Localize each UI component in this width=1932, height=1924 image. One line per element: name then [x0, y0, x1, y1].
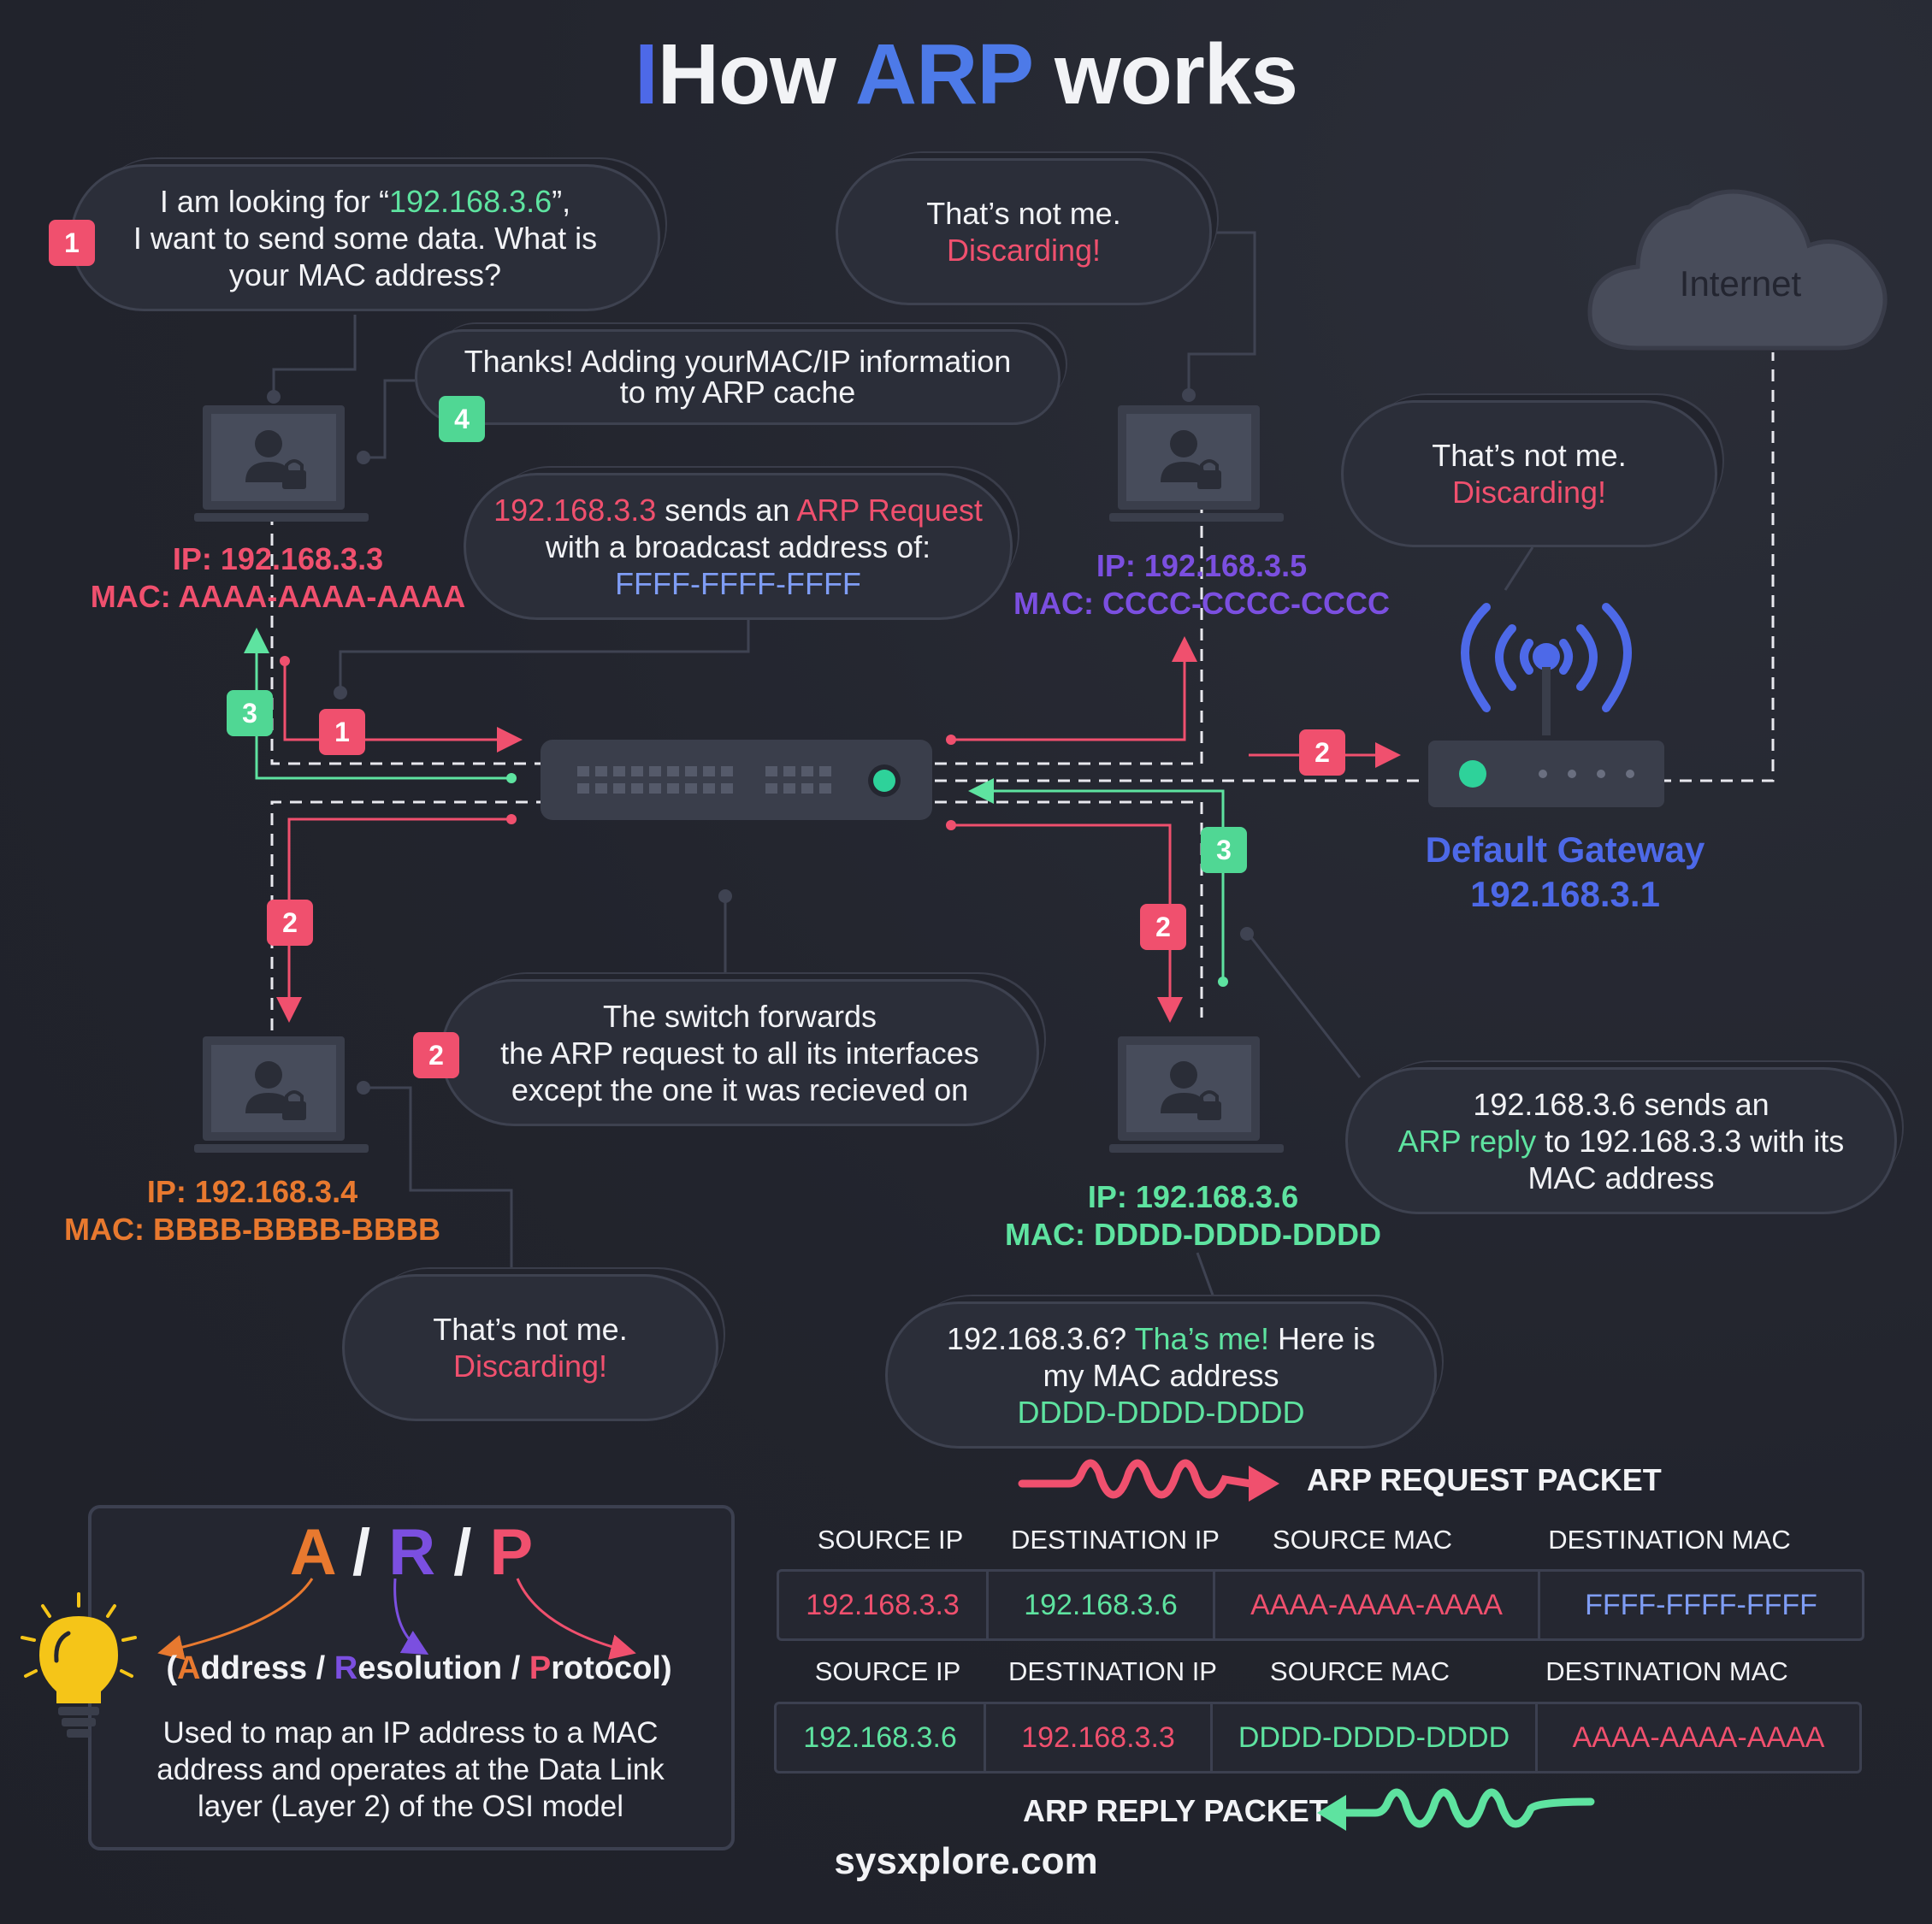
- reply-arrows: [244, 628, 1225, 982]
- page-title: IHow ARP works: [634, 27, 1298, 122]
- arp-acronym: A / R / P: [289, 1516, 534, 1589]
- dashed-links: [270, 352, 1775, 1030]
- reply-note-bubble: 192.168.3.6 sends an ARP reply to 192.16…: [1345, 1067, 1897, 1214]
- step-badge-2-gateway: 2: [1299, 729, 1345, 776]
- request-table-row: 192.168.3.3 192.168.3.6 AAAA-AAAA-AAAA F…: [777, 1569, 1864, 1641]
- request-bubble: I am looking for “192.168.3.6”, I want t…: [70, 164, 660, 311]
- step-badge-1-switch: 1: [319, 709, 365, 755]
- switch-forward-bubble: The switch forwards the ARP request to a…: [440, 979, 1039, 1126]
- computer-icon-host-4: [1109, 1036, 1284, 1153]
- gateway-label: Default Gateway 192.168.3.1: [1425, 829, 1705, 914]
- step-badge-3-right: 3: [1201, 827, 1247, 873]
- reply-dots: [506, 773, 1228, 987]
- step-badge-2-right: 2: [1140, 904, 1186, 950]
- not-me-bubble-bottom: That’s not me. Discarding!: [342, 1274, 718, 1421]
- request-source-mac: AAAA-AAAA-AAAA: [1215, 1572, 1540, 1638]
- computer-icon-host-1: [194, 405, 369, 522]
- request-destination-ip: 192.168.3.6: [989, 1572, 1215, 1638]
- reply-source-ip: 192.168.3.6: [777, 1704, 986, 1771]
- thanks-bubble: Thanks! Adding yourMAC/IP information to…: [415, 329, 1061, 425]
- computer-icon-host-3: [194, 1036, 369, 1153]
- reply-source-mac: DDDD-DDDD-DDDD: [1213, 1704, 1538, 1771]
- request-squiggle-icon: [1018, 1459, 1279, 1502]
- reply-destination-mac: AAAA-AAAA-AAAA: [1572, 1720, 1825, 1754]
- request-destination-mac: FFFF-FFFF-FFFF: [1585, 1588, 1817, 1621]
- lightbulb-icon: [21, 1592, 137, 1738]
- arp-definition-box: [88, 1505, 735, 1850]
- arp-expansion: (Address / Resolution / Protocol): [166, 1650, 672, 1686]
- router-icon: [1428, 603, 1664, 807]
- computer-icon-host-2: [1109, 405, 1284, 522]
- broadcast-bubble: 192.168.3.3 sends an ARP Request with a …: [464, 473, 1013, 620]
- step-badge-3-left: 3: [227, 690, 273, 736]
- host-label-3: IP: 192.168.3.4 MAC: BBBB-BBBB-BBBB: [64, 1174, 440, 1247]
- reply-destination-ip: 192.168.3.3: [986, 1704, 1213, 1771]
- host-label-4: IP: 192.168.3.6 MAC: DDDD-DDDD-DDDD: [1005, 1179, 1381, 1252]
- step-badge-2-left: 2: [267, 900, 313, 946]
- step-badge-2-note: 2: [413, 1032, 459, 1078]
- request-table-header: SOURCE IP DESTINATION IP SOURCE MAC DEST…: [817, 1525, 1791, 1555]
- step-badge-4: 4: [439, 396, 485, 442]
- site-footer: sysxplore.com: [834, 1840, 1098, 1882]
- request-dots: [280, 656, 956, 830]
- request-packet-label: ARP REQUEST PACKET: [1307, 1462, 1662, 1497]
- reply-table-row: 192.168.3.6 192.168.3.3 DDDD-DDDD-DDDD A…: [774, 1702, 1862, 1774]
- cloud-label: Internet: [1679, 263, 1802, 304]
- not-me-bubble-gateway: That’s not me. Discarding!: [1341, 400, 1717, 547]
- connector-dots: [267, 388, 1254, 1095]
- bubble-connectors: [272, 231, 1534, 1301]
- cloud-icon: [1587, 189, 1888, 351]
- arp-description: Used to map an IP address to a MAC addre…: [157, 1716, 665, 1823]
- not-me-bubble-top: That’s not me. Discarding!: [836, 158, 1212, 305]
- step-badge-1: 1: [49, 220, 95, 266]
- arp-curved-arrows: [157, 1578, 636, 1661]
- reply-packet-label: ARP REPLY PACKET: [1023, 1793, 1328, 1828]
- host-label-1: IP: 192.168.3.3 MAC: AAAA-AAAA-AAAA: [90, 541, 466, 614]
- host-label-2: IP: 192.168.3.5 MAC: CCCC-CCCC-CCCC: [1013, 548, 1390, 621]
- reply-table-header: SOURCE IP DESTINATION IP SOURCE MAC DEST…: [814, 1656, 1788, 1686]
- reply-squiggle-icon: [1317, 1788, 1595, 1831]
- request-arrows: [276, 636, 1401, 1023]
- network-switch-icon: [541, 740, 932, 820]
- thats-me-bubble: 192.168.3.6? Tha’s me! Here is my MAC ad…: [885, 1301, 1437, 1449]
- request-source-ip: 192.168.3.3: [779, 1572, 989, 1638]
